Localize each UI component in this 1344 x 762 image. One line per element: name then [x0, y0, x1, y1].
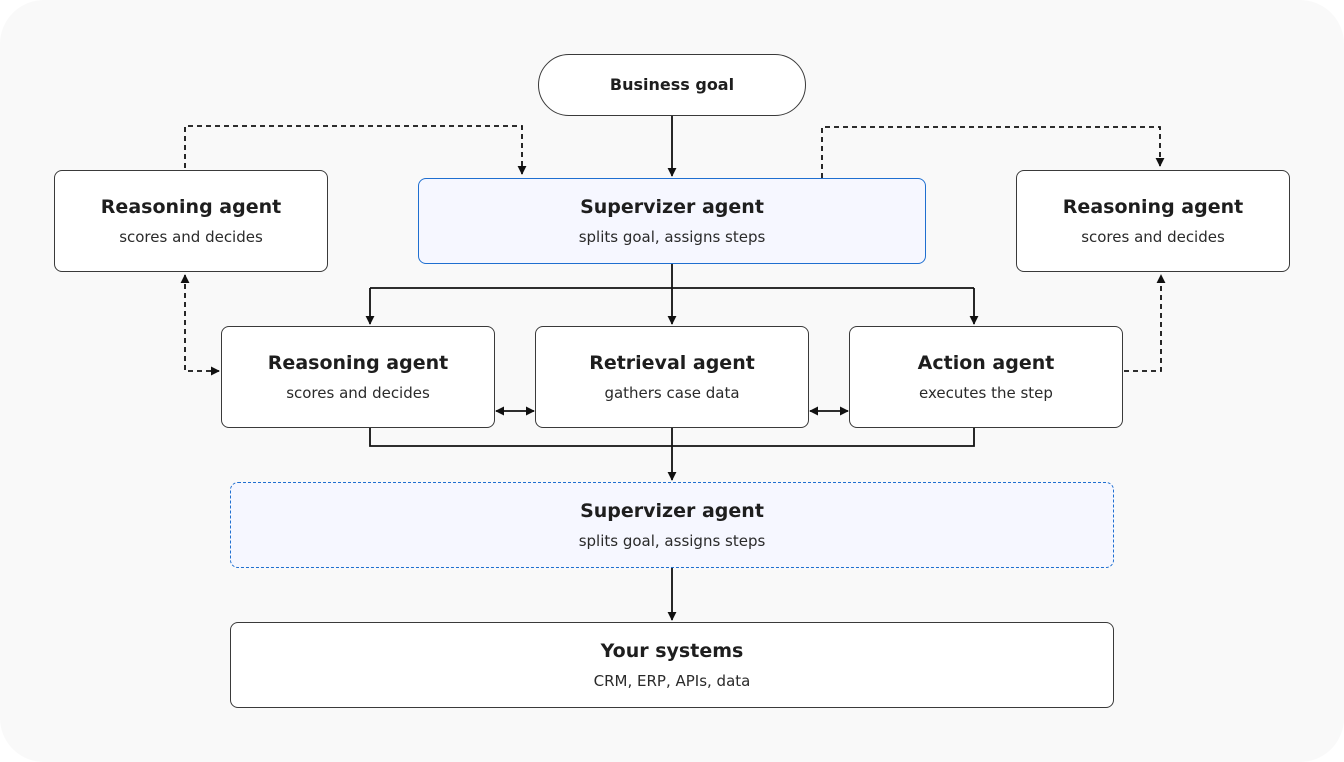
reasoning-agent-left-title: Reasoning agent — [100, 196, 282, 218]
dashed-action-to-reasoning-right — [1124, 274, 1166, 372]
retrieval-agent-subtitle: gathers case data — [604, 384, 740, 402]
action-agent-node: Action agent executes the step — [849, 326, 1123, 428]
reasoning-agent-left-subtitle: scores and decides — [119, 228, 263, 246]
supervisor-agent-top-title: Supervizer agent — [580, 196, 764, 218]
supervisor-agent-top-subtitle: splits goal, assigns steps — [578, 228, 766, 246]
supervisor-agent-bottom-subtitle: splits goal, assigns steps — [578, 532, 766, 550]
your-systems-subtitle: CRM, ERP, APIs, data — [593, 672, 751, 690]
your-systems-title: Your systems — [600, 640, 744, 662]
dashed-reasoning-left-to-supervisor — [184, 125, 527, 175]
your-systems-node: Your systems CRM, ERP, APIs, data — [230, 622, 1114, 708]
business-goal-title: Business goal — [609, 75, 735, 94]
dashed-supervisor-to-reasoning-right — [821, 126, 1165, 178]
reasoning-agent-right-node: Reasoning agent scores and decides — [1016, 170, 1290, 272]
reasoning-agent-mid-subtitle: scores and decides — [286, 384, 430, 402]
business-goal-node: Business goal — [538, 54, 806, 116]
dashed-reasoning-left-to-reasoning-mid — [180, 274, 220, 376]
supervisor-agent-bottom-title: Supervizer agent — [580, 500, 764, 522]
retrieval-agent-node: Retrieval agent gathers case data — [535, 326, 809, 428]
supervisor-agent-bottom-node: Supervizer agent splits goal, assigns st… — [230, 482, 1114, 568]
reasoning-agent-right-title: Reasoning agent — [1062, 196, 1244, 218]
action-agent-title: Action agent — [917, 352, 1055, 374]
reasoning-agent-mid-node: Reasoning agent scores and decides — [221, 326, 495, 428]
action-agent-subtitle: executes the step — [919, 384, 1053, 402]
reasoning-agent-right-subtitle: scores and decides — [1081, 228, 1225, 246]
supervisor-agent-top-node: Supervizer agent splits goal, assigns st… — [418, 178, 926, 264]
reasoning-agent-left-node: Reasoning agent scores and decides — [54, 170, 328, 272]
reasoning-agent-mid-title: Reasoning agent — [267, 352, 449, 374]
retrieval-agent-title: Retrieval agent — [589, 352, 755, 374]
